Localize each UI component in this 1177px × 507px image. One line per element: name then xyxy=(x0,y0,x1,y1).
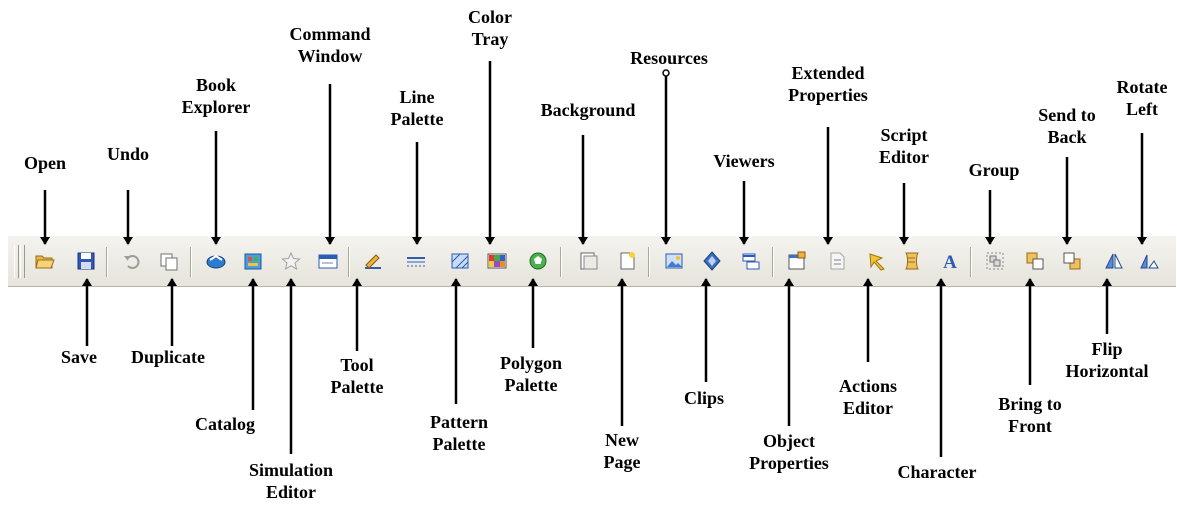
command-window-button[interactable] xyxy=(317,250,339,272)
resources-icon xyxy=(665,253,683,269)
label-script-editor: Script Editor xyxy=(878,125,929,167)
color-tray-icon xyxy=(487,253,507,269)
label-send-to-back: Send to Back xyxy=(1038,105,1096,147)
label-undo: Undo xyxy=(106,144,150,164)
rotate-left-icon xyxy=(1140,254,1159,269)
toolbar-separator xyxy=(772,247,774,277)
clips-button[interactable] xyxy=(701,250,723,272)
tool-palette-icon xyxy=(365,254,381,269)
catalog-button[interactable] xyxy=(242,250,264,272)
character-button[interactable]: A xyxy=(939,250,961,272)
simulation-editor-button[interactable] xyxy=(280,250,302,272)
label-tool-palette: Tool Palette xyxy=(330,355,384,397)
catalog-icon xyxy=(244,253,262,270)
label-command-window: Command Window xyxy=(289,24,371,66)
toolbar-separator xyxy=(348,247,350,277)
label-extended-properties: Extended Properties xyxy=(788,63,868,105)
undo-button[interactable] xyxy=(121,250,143,272)
label-actions-editor: Actions Editor xyxy=(839,376,897,418)
line-palette-icon xyxy=(407,257,425,267)
pattern-palette-icon xyxy=(451,253,469,269)
open-button[interactable] xyxy=(34,250,56,272)
main-toolbar: A xyxy=(8,235,1176,287)
character-icon: A xyxy=(943,252,957,272)
viewers-button[interactable] xyxy=(740,250,762,272)
label-new-page: New Page xyxy=(603,430,641,472)
label-pattern-palette: Pattern Palette xyxy=(430,412,488,454)
actions-editor-icon xyxy=(869,253,885,271)
group-icon xyxy=(986,252,1004,270)
folder-open-icon xyxy=(35,255,55,269)
label-flip-horizontal: Flip Horizontal xyxy=(1065,339,1149,381)
book-explorer-icon xyxy=(206,254,226,269)
group-button[interactable] xyxy=(984,250,1006,272)
toolbar-separator xyxy=(560,247,562,277)
label-group: Group xyxy=(968,160,1020,180)
label-background: Background xyxy=(540,100,636,120)
send-to-back-icon xyxy=(1063,252,1081,270)
new-page-button[interactable] xyxy=(616,250,638,272)
label-save: Save xyxy=(61,347,97,367)
rotate-left-button[interactable] xyxy=(1138,250,1160,272)
color-tray-button[interactable] xyxy=(486,250,508,272)
label-book-explorer: Book Explorer xyxy=(181,75,251,117)
toolbar-separator xyxy=(970,247,972,277)
tool-palette-button[interactable] xyxy=(362,250,384,272)
line-palette-button[interactable] xyxy=(405,250,427,272)
save-button[interactable] xyxy=(75,250,97,272)
script-editor-icon xyxy=(905,252,919,270)
toolbar-grip[interactable] xyxy=(20,245,25,278)
label-resources: Resources xyxy=(630,48,708,68)
script-editor-button[interactable] xyxy=(901,250,923,272)
resources-arrow-tail xyxy=(662,69,670,77)
label-viewers: Viewers xyxy=(713,151,775,171)
polygon-palette-button[interactable] xyxy=(527,250,549,272)
label-line-palette: Line Palette xyxy=(390,87,444,129)
bring-to-front-button[interactable] xyxy=(1024,250,1046,272)
toolbar-separator xyxy=(106,247,108,277)
resources-button[interactable] xyxy=(663,250,685,272)
book-explorer-button[interactable] xyxy=(205,250,227,272)
flip-horizontal-icon xyxy=(1105,253,1123,269)
svg-text:A: A xyxy=(943,252,957,272)
bring-to-front-icon xyxy=(1026,252,1044,270)
label-color-tray: Color Tray xyxy=(468,7,512,49)
actions-editor-button[interactable] xyxy=(866,250,888,272)
send-to-back-button[interactable] xyxy=(1061,250,1083,272)
background-icon xyxy=(580,252,598,270)
background-button[interactable] xyxy=(577,250,599,272)
label-bring-to-front: Bring to Front xyxy=(998,394,1062,436)
star-icon xyxy=(281,251,301,271)
floppy-disk-icon xyxy=(77,252,95,270)
extended-properties-button[interactable] xyxy=(826,250,848,272)
polygon-palette-icon xyxy=(529,252,547,270)
pattern-palette-button[interactable] xyxy=(449,250,471,272)
label-open: Open xyxy=(23,153,66,173)
label-rotate-left: Rotate Left xyxy=(1116,77,1168,119)
command-window-icon xyxy=(318,254,338,269)
clips-icon xyxy=(703,251,721,271)
label-catalog: Catalog xyxy=(195,414,255,434)
object-properties-icon xyxy=(788,251,806,270)
label-polygon-palette: Polygon Palette xyxy=(499,353,562,395)
viewers-icon xyxy=(742,253,760,270)
extended-properties-icon xyxy=(830,252,845,270)
new-page-icon xyxy=(620,252,635,270)
label-object-properties: Object Properties xyxy=(749,431,829,473)
label-clips: Clips xyxy=(683,388,725,408)
label-simulation-editor: Simulation Editor xyxy=(248,460,334,502)
duplicate-button[interactable] xyxy=(158,250,180,272)
flip-horizontal-button[interactable] xyxy=(1103,250,1125,272)
toolbar-separator xyxy=(648,247,650,277)
label-character: Character xyxy=(897,462,977,482)
toolbar-grip[interactable] xyxy=(14,245,19,278)
duplicate-icon xyxy=(160,253,178,271)
toolbar-separator xyxy=(190,247,192,277)
label-duplicate: Duplicate xyxy=(131,347,205,367)
undo-icon xyxy=(124,255,140,269)
object-properties-button[interactable] xyxy=(786,250,808,272)
